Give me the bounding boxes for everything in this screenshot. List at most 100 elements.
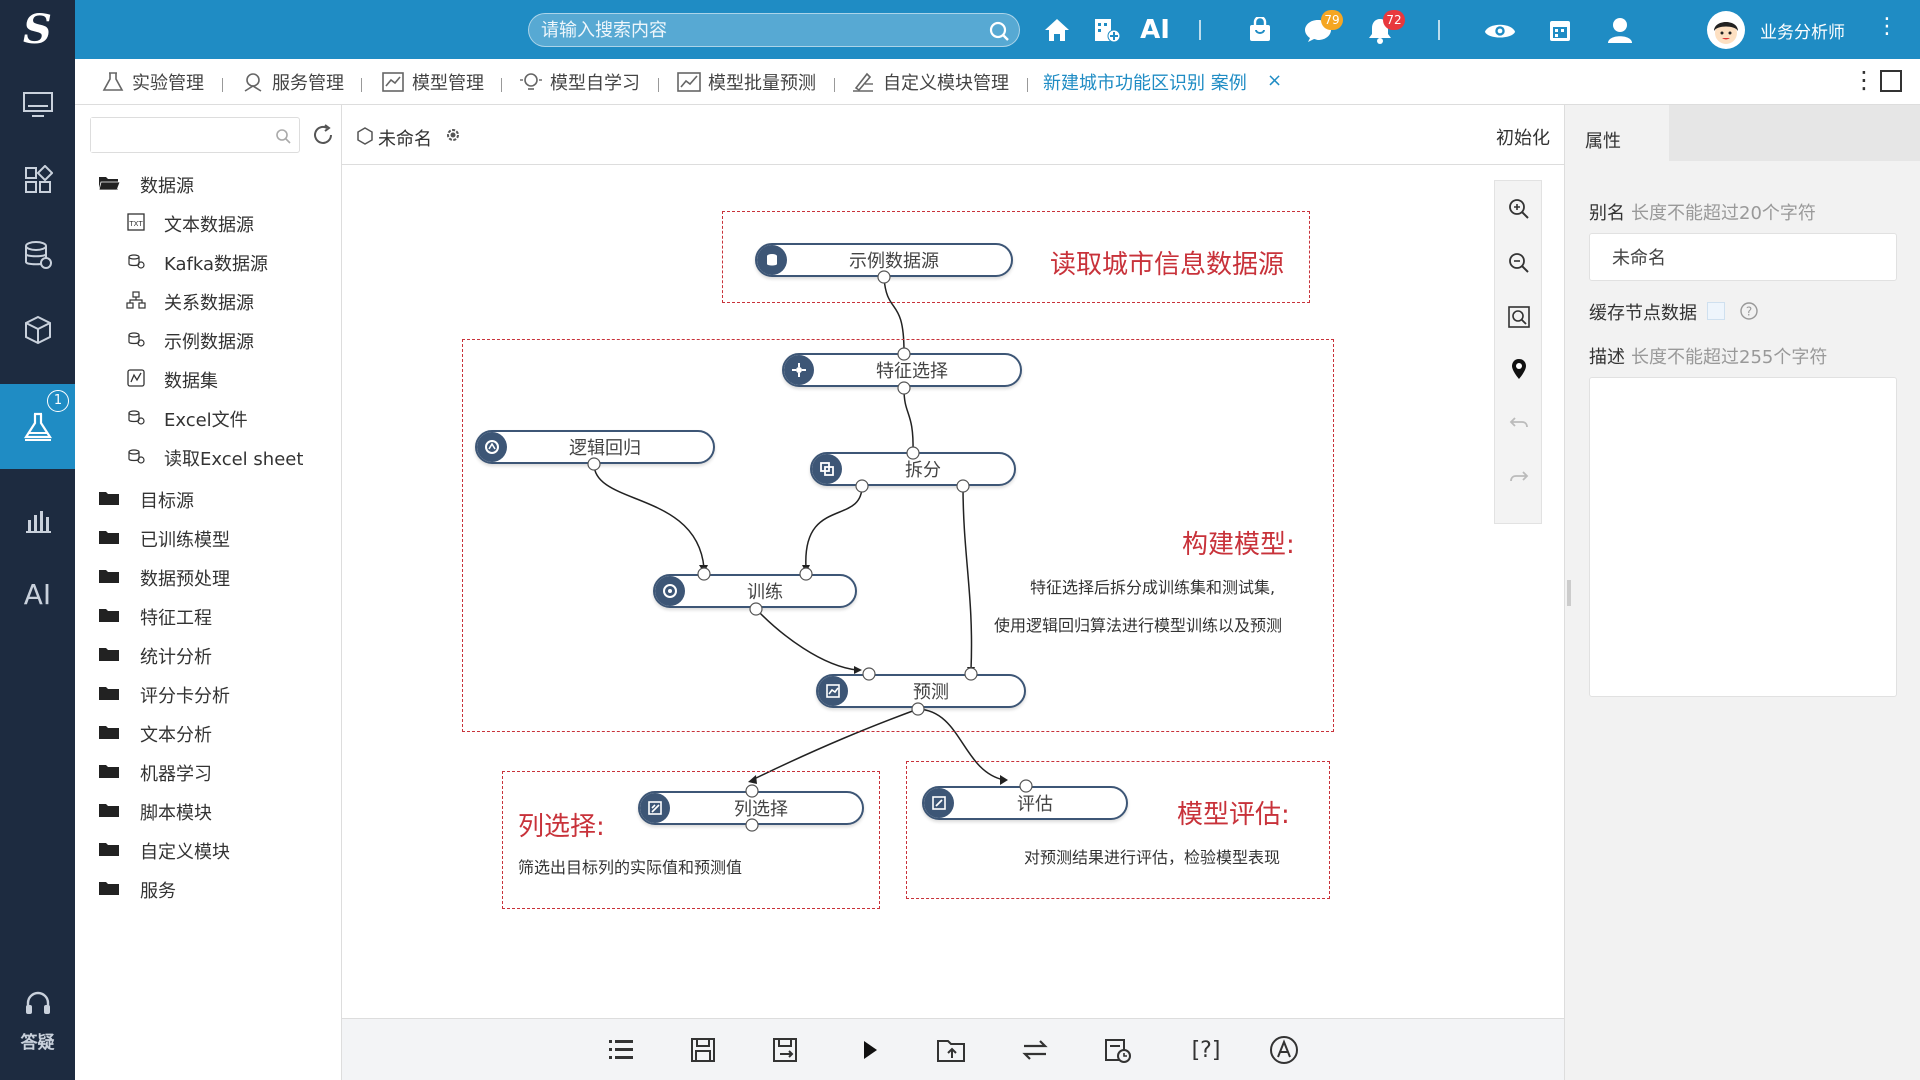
folder-icon: [98, 528, 130, 551]
bell-icon[interactable]: 72: [1363, 10, 1405, 47]
tree-folder[interactable]: 评分卡分析: [98, 680, 230, 710]
folder-open-icon: [98, 174, 130, 197]
tree-folder[interactable]: 数据预处理: [98, 563, 230, 593]
tree-item[interactable]: Kafka数据源: [126, 248, 268, 278]
tree-folder[interactable]: 特征工程: [98, 602, 212, 632]
folder-icon: [98, 489, 130, 512]
auto-layout-icon[interactable]: [1267, 1033, 1301, 1067]
question-icon[interactable]: ?: [1739, 301, 1759, 321]
node-sample-source[interactable]: 示例数据源: [755, 243, 1013, 277]
zoom-out-icon[interactable]: [1507, 251, 1531, 275]
flask-icon: [102, 72, 124, 91]
tree-search-input[interactable]: [91, 118, 271, 152]
tree-item[interactable]: 读取Excel sheet: [126, 443, 303, 473]
nav-ai[interactable]: AI: [23, 578, 52, 611]
node-train[interactable]: 训练: [653, 574, 857, 608]
nav-database[interactable]: [0, 217, 75, 292]
nav-experiment[interactable]: 1: [0, 384, 75, 469]
search-icon[interactable]: [989, 21, 1009, 41]
node-evaluate[interactable]: 评估: [922, 786, 1128, 820]
evaluate-icon: [924, 788, 954, 818]
tab-service[interactable]: 服务管理: [240, 70, 344, 94]
tree-item[interactable]: Excel文件: [126, 404, 248, 434]
tree-item[interactable]: 示例数据源: [126, 326, 254, 356]
nav-analytics[interactable]: [0, 482, 75, 557]
tab-experiment[interactable]: 实验管理: [100, 70, 204, 94]
search-icon[interactable]: [275, 128, 291, 144]
bar-chart-icon: [25, 510, 51, 533]
tree-folder[interactable]: 机器学习: [98, 758, 212, 788]
bag-icon[interactable]: [1243, 13, 1277, 47]
tab-custom-module[interactable]: 自定义模块管理: [851, 70, 1009, 94]
cache-checkbox[interactable]: [1707, 302, 1725, 320]
user-icon[interactable]: [1603, 13, 1637, 47]
list-icon[interactable]: [604, 1033, 638, 1067]
tab-divider: [361, 78, 362, 92]
alias-input[interactable]: [1589, 233, 1897, 281]
nav-monitor[interactable]: [0, 67, 75, 142]
node-feature-select[interactable]: 特征选择: [782, 353, 1022, 387]
settings-icon[interactable]: [444, 126, 462, 144]
user-name[interactable]: 业务分析师: [1760, 23, 1845, 43]
group-build-model: [462, 339, 1334, 732]
redo-icon[interactable]: [1507, 465, 1531, 489]
relational-icon: [126, 290, 156, 315]
tab-properties[interactable]: 属性: [1565, 105, 1669, 161]
tree-folder[interactable]: 服务: [98, 875, 176, 905]
ai-button[interactable]: AI: [1140, 15, 1170, 45]
tab-self-learning[interactable]: 模型自学习: [518, 70, 640, 94]
location-pin-icon[interactable]: [1507, 357, 1531, 381]
feature-icon: [784, 355, 814, 385]
tree-folder[interactable]: 目标源: [98, 485, 194, 515]
folder-upload-icon[interactable]: [935, 1033, 969, 1067]
avatar[interactable]: [1707, 11, 1745, 49]
tree-folder[interactable]: 统计分析: [98, 641, 212, 671]
more-tabs-icon[interactable]: ⋮: [1852, 66, 1876, 94]
tab-batch-predict[interactable]: 模型批量预测: [676, 70, 816, 94]
desc-textarea[interactable]: [1589, 377, 1897, 697]
undo-icon[interactable]: [1507, 411, 1531, 435]
tree-folder[interactable]: 已训练模型: [98, 524, 230, 554]
home-icon[interactable]: [1040, 13, 1074, 47]
tree-folder[interactable]: 脚本模块: [98, 797, 212, 827]
refresh-icon[interactable]: [311, 123, 335, 147]
building-add-icon[interactable]: [1090, 13, 1124, 47]
calendar-icon[interactable]: [1543, 13, 1577, 47]
svg-text:?: ?: [1746, 305, 1752, 319]
resize-handle[interactable]: [1567, 580, 1571, 606]
zoom-in-icon[interactable]: [1507, 197, 1531, 221]
nav-modules[interactable]: [0, 292, 75, 367]
help-button[interactable]: [?]: [1191, 1037, 1221, 1063]
save-as-icon[interactable]: [769, 1033, 803, 1067]
tree-folder[interactable]: 文本分析: [98, 719, 212, 749]
init-button[interactable]: 初始化: [1496, 128, 1550, 149]
search-input[interactable]: [541, 14, 981, 46]
tab-model[interactable]: 模型管理: [380, 70, 484, 94]
swap-icon[interactable]: [1018, 1033, 1052, 1067]
close-tab-icon[interactable]: ×: [1267, 70, 1283, 91]
node-logistic-regression[interactable]: 逻辑回归: [475, 430, 715, 464]
fit-view-icon[interactable]: [1507, 305, 1531, 329]
more-menu-icon[interactable]: ⋮: [1876, 14, 1898, 39]
tab-city-case[interactable]: 新建城市功能区识别 案例: [1043, 73, 1247, 94]
message-icon[interactable]: 79: [1301, 10, 1343, 47]
nav-help[interactable]: 答疑: [0, 989, 75, 1053]
tree-item[interactable]: 关系数据源: [126, 287, 254, 317]
flow-title[interactable]: 未命名: [378, 129, 432, 150]
flow-canvas[interactable]: 读取城市信息数据源 构建模型: 特征选择后拆分成训练集和测试集, 使用逻辑回归算…: [342, 166, 1564, 1018]
node-column-select[interactable]: 列选择: [638, 791, 864, 825]
nav-badge: 1: [47, 390, 69, 412]
node-split[interactable]: 拆分: [810, 452, 1016, 486]
tree-folder-datasource[interactable]: 数据源: [98, 170, 194, 200]
tree-item[interactable]: 数据集: [126, 365, 218, 395]
maximize-icon[interactable]: [1880, 70, 1902, 92]
app-logo[interactable]: S: [0, 0, 75, 59]
save-icon[interactable]: [686, 1033, 720, 1067]
run-icon[interactable]: [852, 1033, 886, 1067]
nav-dashboard[interactable]: [0, 142, 75, 217]
tree-folder[interactable]: 自定义模块: [98, 836, 230, 866]
eye-icon[interactable]: [1483, 13, 1517, 47]
node-predict[interactable]: 预测: [816, 674, 1026, 708]
schedule-icon[interactable]: [1101, 1033, 1135, 1067]
